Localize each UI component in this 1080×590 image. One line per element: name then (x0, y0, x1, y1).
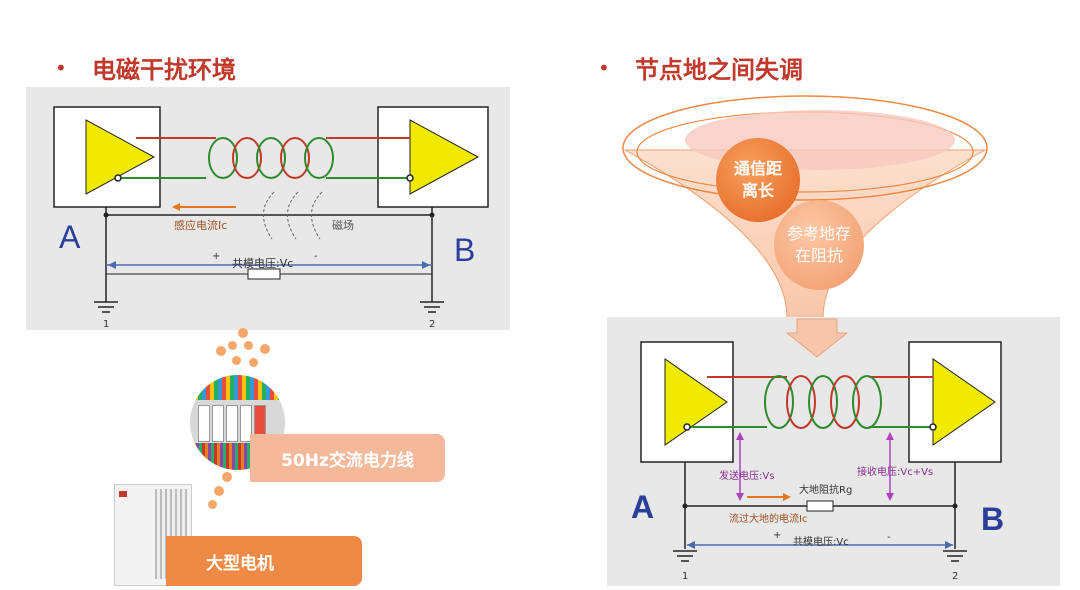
left-circuit-diagram: 感应电流Ic 磁场 + 共模电压:Vc - 1 2 A B (26, 87, 510, 330)
svg-text:+: + (773, 530, 781, 541)
receiver-triangle-b (409, 119, 480, 195)
magnetic-field-label: 磁场 (332, 218, 354, 232)
node-label-b: B (454, 232, 476, 268)
plus-sign: + (212, 251, 220, 262)
ground-symbol-1 (94, 301, 118, 313)
svg-text:1: 1 (682, 571, 688, 582)
driver-triangle-a (664, 358, 728, 446)
common-voltage-label: 共模电压:Vc (793, 535, 849, 548)
receiver-triangle-b (932, 358, 996, 446)
recv-voltage-label: 接收电压:Vc+Vs (857, 465, 933, 478)
left-title: 电磁干扰环境 (92, 56, 236, 84)
twisted-pair-coil (764, 375, 882, 429)
node-label-a: A (59, 219, 81, 255)
induced-current-label: 感应电流Ic (174, 218, 227, 232)
funnel-rim-outer (622, 95, 988, 201)
impedance-circle: 参考地存 在阻抗 (774, 200, 864, 290)
power-line-tag: 50Hz交流电力线 (250, 434, 445, 482)
distance-circle: 通信距 离长 (716, 138, 800, 222)
send-voltage-label: 发送电压:Vs (719, 469, 774, 482)
svg-text:2: 2 (952, 571, 958, 582)
ground-resistor-rg (806, 500, 834, 512)
right-bullet: • (598, 56, 610, 80)
right-circuit-diagram: 发送电压:Vs 接收电压:Vc+Vs 大地阻抗Rg 流过大地的电流Ic + 共模… (607, 317, 1060, 586)
motor-tag: 大型电机 (166, 536, 362, 586)
magnetic-field-arcs (263, 191, 323, 240)
ground-resistance-label: 大地阻抗Rg (799, 483, 852, 496)
ground-current-label: 流过大地的电流Ic (729, 512, 807, 525)
right-title: 节点地之间失调 (635, 56, 803, 84)
ground-symbol-2 (943, 550, 967, 562)
resistor-symbol (247, 268, 281, 280)
ground-symbol-2 (420, 301, 444, 313)
ground-symbol-1 (673, 550, 697, 562)
twisted-pair-coil (208, 137, 334, 179)
left-circuit-svg: 感应电流Ic 磁场 + 共模电压:Vc - 1 2 (53, 106, 489, 330)
node-label-b: B (981, 501, 1005, 537)
terminal-b (406, 174, 414, 182)
common-voltage-label: 共模电压:Vc (232, 257, 293, 270)
minus-sign: - (314, 251, 318, 262)
svg-text:-: - (887, 532, 891, 543)
ground-label-2: 2 (429, 319, 435, 330)
node-label-a: A (631, 489, 655, 525)
funnel-down-arrow (785, 318, 849, 358)
left-bullet: • (55, 56, 67, 80)
right-circuit-svg: 发送电压:Vs 接收电压:Vc+Vs 大地阻抗Rg 流过大地的电流Ic + 共模… (640, 318, 1002, 582)
ground-label-1: 1 (103, 319, 109, 330)
terminal-a (114, 174, 122, 182)
